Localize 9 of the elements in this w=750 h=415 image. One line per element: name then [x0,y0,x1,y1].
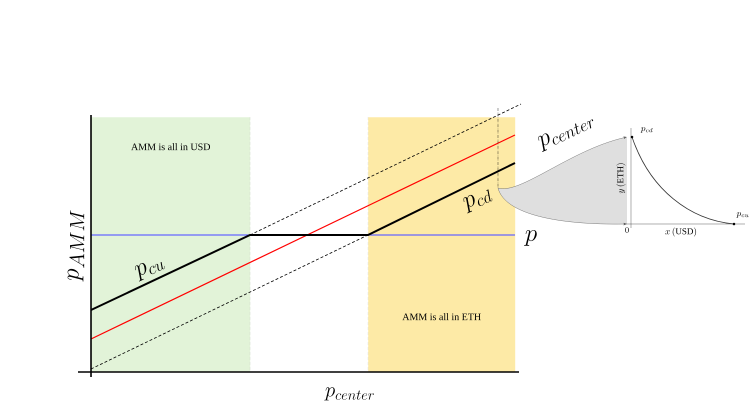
math-label: $p_{cu}$ [736,212,749,218]
math-label: $p_{cu}$ [135,262,165,282]
math-label: $y\,\mathrm{(ETH)}$ [616,163,626,194]
math-label: $p_{cd}$ [464,189,492,214]
math-label: $p_{center}$ [324,387,374,400]
math-label: $0$ [625,227,629,233]
math-label: $x\,\mathrm{(USD)}$ [665,227,696,236]
math-label: $p_{center}$ [538,119,594,152]
math-label: $p_{cd}$ [640,127,652,133]
